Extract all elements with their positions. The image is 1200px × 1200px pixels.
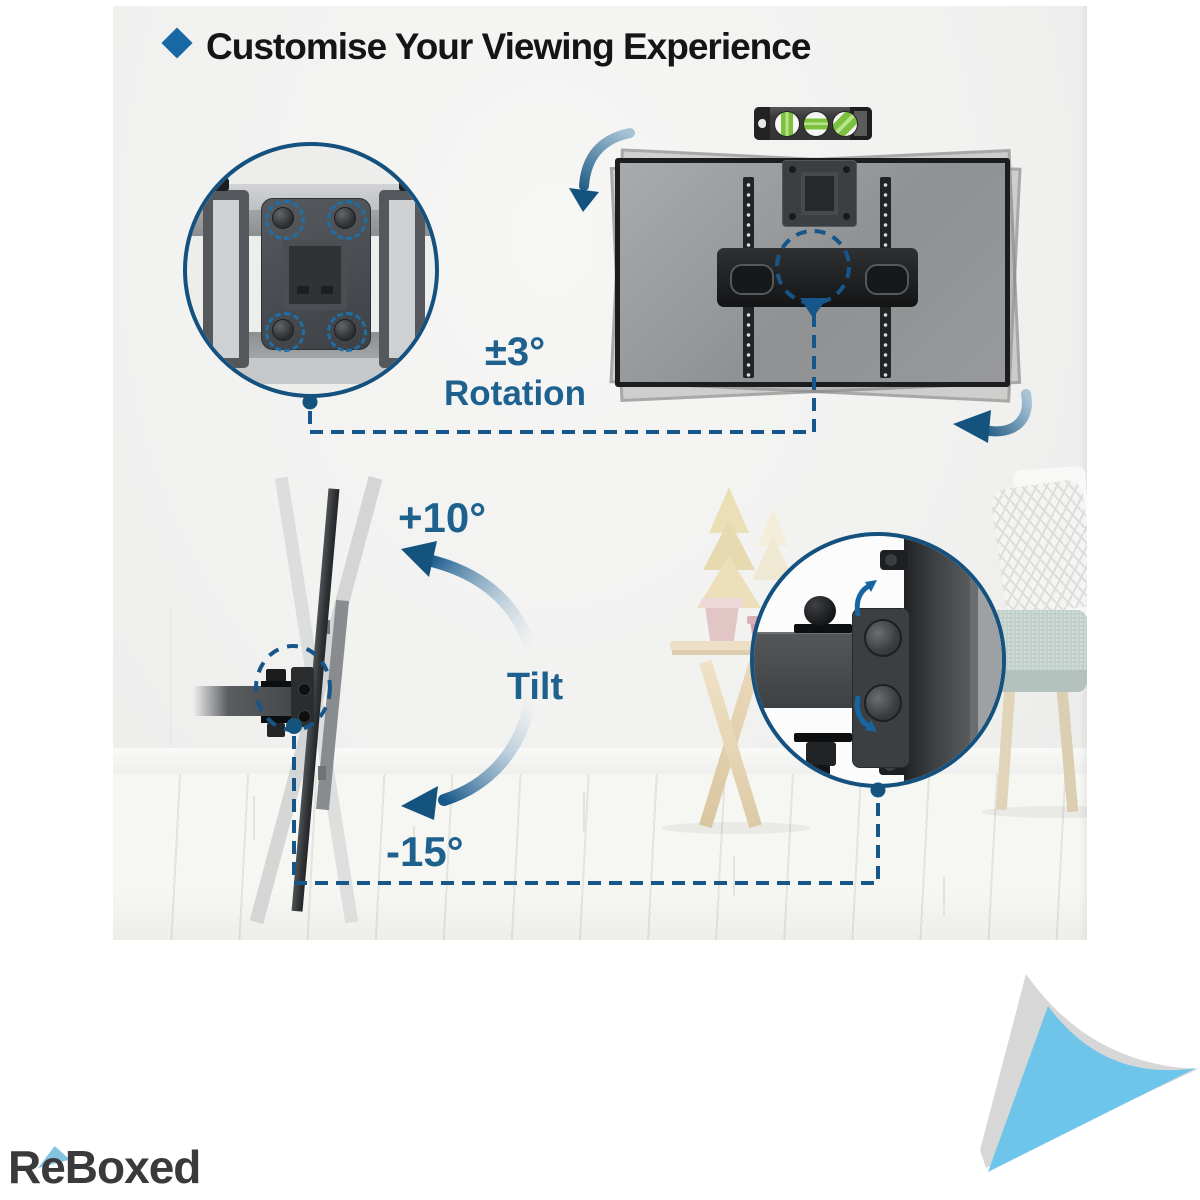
frame-bolt [399,366,417,379]
page-curl [980,974,1198,1172]
plate-screw [789,166,796,173]
tilt-arc-top-head [401,541,437,577]
wall-corner-line [170,604,171,748]
level-vial-vertical [774,111,800,137]
hinge-bolt [864,684,902,722]
plant-pot [705,608,739,644]
tilt-callout-line [292,736,880,885]
vesa-plate-opening [801,172,838,215]
tilt-detail-circle [750,532,1006,788]
mini-tilt-arrow-up-head [865,580,877,592]
screw-highlight-ring [327,312,367,352]
bracket-bolt [298,683,311,696]
tilt-callout-dot [286,718,302,734]
floor-seam [253,796,255,840]
table-edge [672,650,790,655]
table-shadow [661,822,811,834]
tv-frame-bar [904,536,970,784]
screw-highlight-ring [265,200,305,240]
frame-bolt [211,178,229,191]
plate-screw [789,213,796,220]
pivot-plate-opening [283,240,347,310]
chair-shadow [981,806,1087,818]
page-curl-blue [988,1006,1196,1172]
rotation-arrow-top [579,128,635,191]
floor-seam [943,876,945,916]
rotation-arrow-bottom-head [953,410,991,443]
side-frame-left [203,190,249,368]
page-title: Customise Your Viewing Experience [206,26,811,67]
hinge-bolt [864,619,902,657]
knob-washer [794,733,852,742]
rotation-down-arrowhead [800,298,827,318]
bracket-slot [865,264,909,295]
rotation-label: Rotation [444,374,586,413]
tilt-knob-flange [261,716,291,723]
tv-frame-light [978,536,1002,784]
side-frame-right [379,190,425,368]
dome-bolt-washer [794,624,852,633]
tilt-arc-bottom [438,692,537,806]
level-hang-hole [758,119,766,128]
bracket-bolt [298,710,311,723]
plate-screw [843,166,850,173]
tilt-arc-bottom-head [401,786,438,820]
tension-knob-tip [812,765,830,775]
tilt-circle-dot [870,782,886,798]
tilt-bolt-head [266,669,286,682]
frame-bolt [211,366,229,379]
reboxed-logo: ReBoxed [8,1141,201,1193]
tilt-dashed-circle [254,644,332,732]
frame-bolt [399,178,417,191]
screw-highlight-ring [265,312,305,352]
level-vial-horizontal [803,111,829,137]
tilt-bolt-flange [261,681,291,687]
rotation-arrow-bottom [985,389,1032,437]
plant-pot-rim [701,598,743,608]
tv-back-panel [615,158,1010,387]
chair-seat-front [983,670,1087,692]
vesa-plate [782,160,857,227]
rotation-callout-line [308,312,816,434]
tilt-knob [267,723,285,737]
bracket-slot [730,264,774,295]
level-end-inset [854,111,867,136]
wall-arm-zoom [754,632,856,708]
wall-arm [193,686,293,716]
tv-frame-edge [970,536,978,784]
screw-highlight-ring [327,200,367,240]
floor-seam [413,826,415,866]
dome-bolt [804,596,836,626]
rotation-callout-dot [302,394,318,410]
tilt-down-label: -15° [386,828,464,875]
mini-tilt-arrow-down-head [865,720,877,732]
tension-knob [806,742,836,766]
tilt-arc-top [422,554,537,656]
plate-screw [843,213,850,220]
opening-detail [321,286,333,294]
rotation-angle-label: ±3° [484,330,546,374]
tilt-up-label: +10° [398,494,487,541]
rotation-arrow-top-head [569,188,599,212]
mount-hook [318,766,326,780]
table-top [670,641,792,650]
floor-seam [733,856,735,896]
opening-detail [297,286,309,294]
spirit-level [754,107,872,140]
mini-tilt-arrow-down [854,695,874,730]
rotation-detail-circle [183,142,439,398]
rotation-dashed-circle [775,229,851,305]
mini-tilt-arrow-up [854,582,874,617]
wall-bracket-bar [717,248,918,307]
tv-bolt-top-cap [885,554,897,566]
level-vial-diagonal [832,111,858,137]
floor-seam [583,792,585,832]
